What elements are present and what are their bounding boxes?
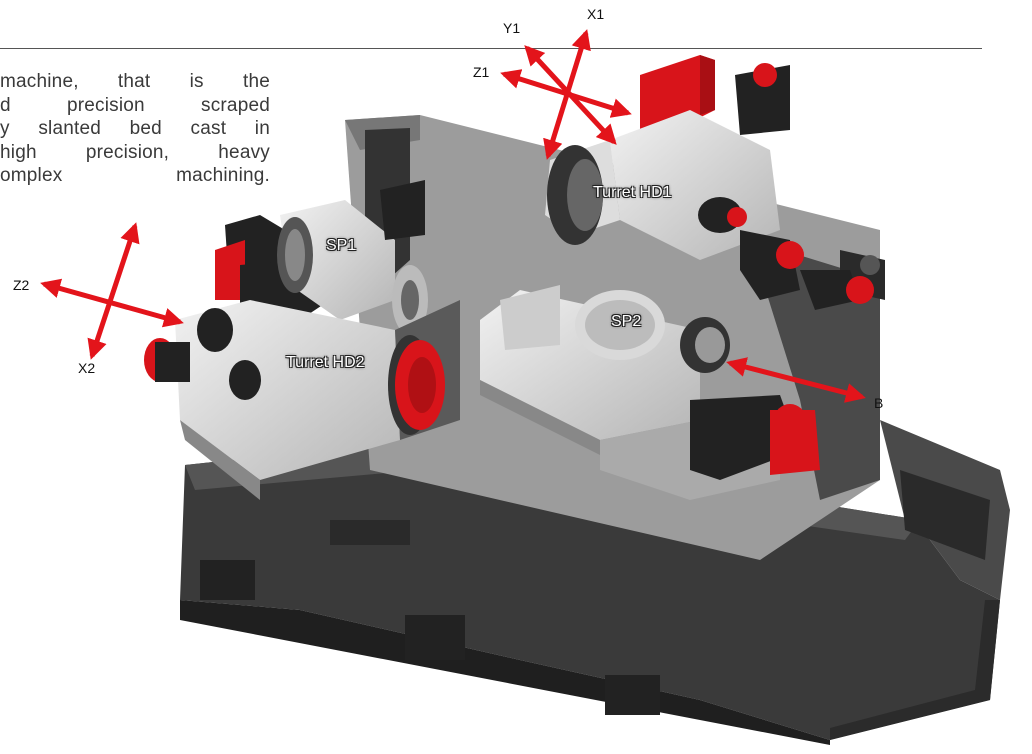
intro-line: d precision scraped (0, 94, 270, 116)
label-sp1: SP1 (326, 237, 357, 254)
header-rule (0, 48, 982, 49)
axis-label-z1: Z1 (473, 64, 490, 80)
left-spindle-turret-assembly (144, 180, 460, 500)
label-turret-hd2: Turret HD2 (286, 354, 365, 371)
machine-bed (180, 420, 1010, 745)
axis-z1-arrow (500, 69, 632, 118)
label-sp2: SP2 (611, 313, 642, 330)
intro-paragraph: machine, that is the d precision scraped… (0, 70, 270, 188)
axis-x2-arrow (87, 222, 140, 360)
axis-label-y1: Y1 (503, 20, 521, 36)
axis-arrows (40, 29, 866, 403)
axis-b-arrow (726, 357, 866, 403)
intro-line: high precision, heavy (0, 141, 270, 163)
intro-line: omplex machining. (0, 165, 270, 186)
sp2-carriage (480, 285, 820, 500)
axis-label-x2: X2 (78, 360, 96, 376)
axis-label-x1: X1 (587, 6, 605, 22)
label-turret-hd1: Turret HD1 (593, 184, 672, 201)
axis-label-b: B (874, 395, 884, 411)
intro-line: machine, that is the (0, 71, 270, 92)
upper-turret-assembly (545, 55, 874, 310)
intro-line: y slanted bed cast in (0, 118, 270, 139)
axis-label-z2: Z2 (13, 277, 30, 293)
